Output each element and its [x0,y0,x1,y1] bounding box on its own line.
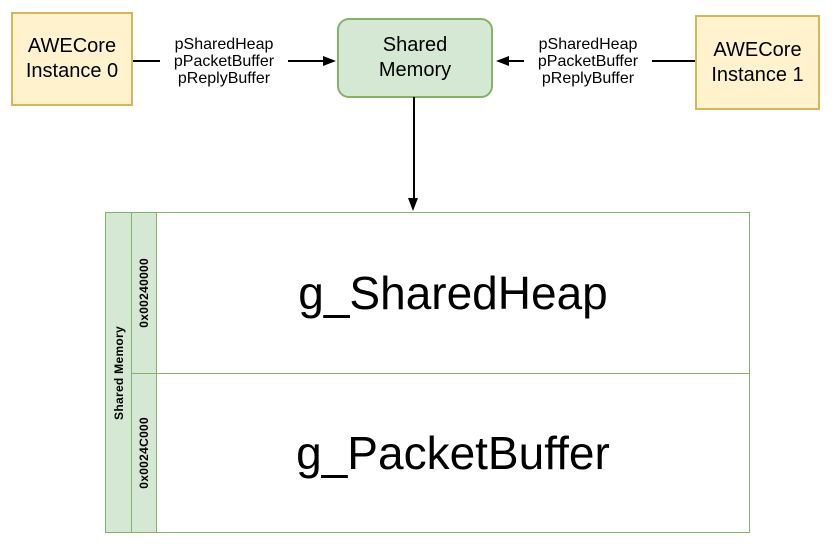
arrowhead-right-icon [323,56,336,66]
region-label-sharedheap: g_SharedHeap [298,267,608,319]
awecore-instance-1-label-line1: AWECore [713,38,802,61]
edge-right-label: pSharedHeap pPacketBuffer pReplyBuffer [524,36,652,87]
edge-left-label: pSharedHeap pPacketBuffer pReplyBuffer [160,36,288,87]
awecore-instance-1-node: AWECore Instance 1 [695,15,820,110]
edge-left-label-line3: pReplyBuffer [177,70,271,87]
shared-memory-label-line2: Memory [378,59,452,81]
memory-region-cell: g_SharedHeap [156,212,750,374]
shared-memory-side-label: Shared Memory [111,325,126,420]
awecore-instance-0-label-line2: Instance 0 [25,60,119,82]
edge-shared-to-table [413,97,415,199]
address-cell: 0x0024C000 [131,373,157,533]
edge-right-label-line1: pSharedHeap [538,36,638,53]
address-cell: 0x00240000 [131,212,157,374]
address-label-sharedheap: 0x00240000 [137,258,151,328]
awecore-instance-1-label-line2: Instance 1 [711,63,804,86]
edge-left-label-line2: pPacketBuffer [173,53,275,70]
awecore-instance-0-label-line1: AWECore [27,35,117,57]
edge-right-label-line3: pReplyBuffer [541,70,635,87]
arrowhead-left-icon [496,56,509,66]
shared-memory-label-line1: Shared [382,34,448,56]
address-label-packetbuffer: 0x0024C000 [137,417,151,489]
edge-right-label-line2: pPacketBuffer [537,53,639,70]
memory-region-cell: g_PacketBuffer [156,373,750,533]
edge-left-label-line1: pSharedHeap [174,36,274,53]
awecore-instance-0-node: AWECore Instance 0 [11,12,133,106]
shared-memory-side-cell: Shared Memory [105,212,132,533]
arrowhead-down-icon [408,198,418,211]
shared-memory-node: Shared Memory [337,18,493,98]
region-label-packetbuffer: g_PacketBuffer [296,427,610,479]
